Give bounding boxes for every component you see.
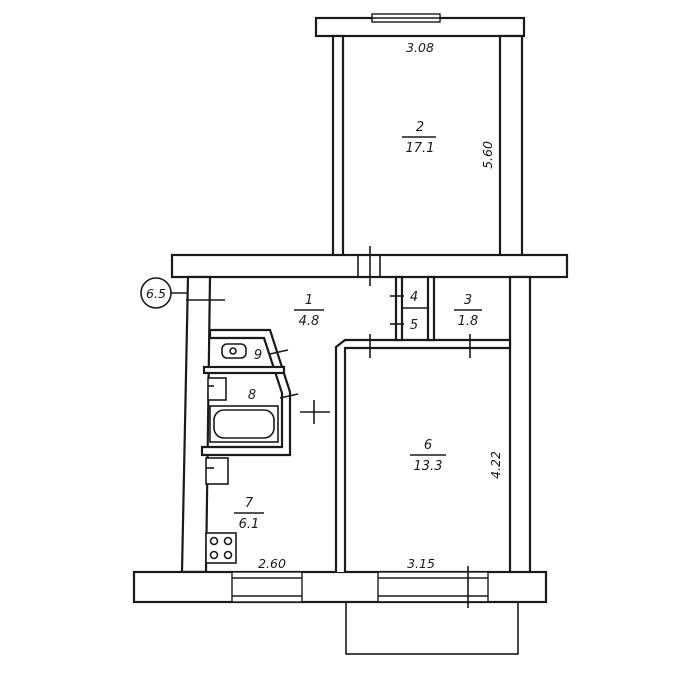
- right-wall-lower: [508, 275, 532, 575]
- ceiling-marker-text: 6.5: [146, 286, 166, 301]
- room-6-area: 13.3: [414, 459, 443, 474]
- room-5-number: 5: [410, 318, 418, 333]
- dim-room6-width: 3.15: [407, 556, 435, 571]
- room-6-walls: [334, 334, 512, 572]
- room-8-number: 8: [248, 388, 256, 403]
- bathroom-block: [200, 328, 330, 457]
- kitchen-sink-icon: [205, 457, 229, 485]
- room-3-number: 3: [464, 293, 472, 308]
- room-6-number: 6: [424, 438, 432, 453]
- room-2-area: 17.1: [406, 141, 435, 156]
- room-1-area: 4.8: [299, 314, 320, 329]
- room-4-number: 4: [410, 290, 418, 305]
- dim-room6-length: 4.22: [488, 451, 503, 479]
- toilet-icon: [221, 343, 247, 359]
- closet-partitions: [390, 275, 436, 342]
- dim-room2-length: 5.60: [480, 141, 495, 169]
- room-9-number: 9: [254, 348, 262, 363]
- bathtub-icon: [209, 405, 279, 443]
- room-2-number: 2: [416, 120, 424, 135]
- room-1-number: 1: [305, 293, 313, 308]
- room-3-area: 1.8: [458, 314, 479, 329]
- balcony: [345, 601, 519, 655]
- bottom-wall: [132, 566, 548, 608]
- dim-room7-width: 2.60: [258, 556, 286, 571]
- middle-wall: [170, 246, 569, 286]
- room-7-area: 6.1: [239, 517, 260, 532]
- room-7-number: 7: [245, 496, 254, 511]
- stove-icon: [205, 532, 237, 564]
- dim-room2-width: 3.08: [406, 40, 434, 55]
- sink-icon: [207, 377, 227, 401]
- ceiling-height-marker: 6.5: [140, 277, 188, 309]
